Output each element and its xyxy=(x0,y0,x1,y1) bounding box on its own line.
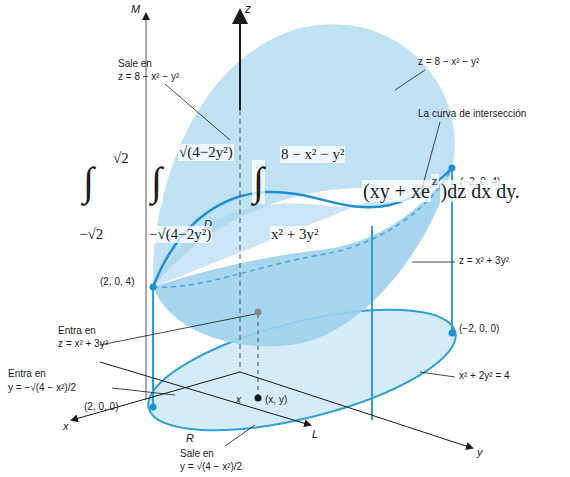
point-label: (x, y) xyxy=(265,394,287,405)
region-label: R xyxy=(186,432,194,444)
callout-label: y = −√(4 − x²)/2 xyxy=(8,382,76,393)
integral-limit: √(4−2y²) xyxy=(178,144,234,161)
integral-limit: √2 xyxy=(112,150,130,167)
axis-label: x xyxy=(63,420,69,432)
integral-limit: −√2 xyxy=(78,226,104,243)
point-label: (−2, 0, 0) xyxy=(459,323,499,334)
integral-limit: x² + 3y² xyxy=(270,226,319,243)
callout-label: y = √(4 − x²)/2 xyxy=(180,461,242,472)
integral-limit: −√(4−2y²) xyxy=(148,226,212,243)
callout-label: Sale en xyxy=(180,448,214,459)
callout-label: La curva de intersección xyxy=(418,108,526,119)
curve-label: x² + 2y² = 4 xyxy=(459,370,510,381)
callout-label: z = 8 − x² − y² xyxy=(118,71,179,82)
integrand: (xy + xe xyxy=(362,180,431,202)
integral-sign: ∫ xyxy=(252,160,265,204)
point-label: (2, 0, 4) xyxy=(100,276,134,287)
callout-label: z = x² + 3y² xyxy=(58,338,108,349)
point-label: (2, 0, 0) xyxy=(84,401,118,412)
integrand: )dz dx dy. xyxy=(440,180,521,202)
callout-label: Sale en xyxy=(118,58,152,69)
integrand-exponent: z xyxy=(431,174,439,188)
axis-label: z xyxy=(245,3,251,16)
surface-label: z = x² + 3y² xyxy=(459,255,509,266)
integral-sign: ∫ xyxy=(150,160,163,204)
axis-mark: x xyxy=(236,394,241,405)
axis-label: y xyxy=(477,446,483,458)
surface-label: z = 8 − x² − y² xyxy=(418,56,479,67)
callout-label: Entra en xyxy=(8,368,46,379)
integral-limit: 8 − x² − y² xyxy=(280,146,345,163)
integral-sign: ∫ xyxy=(82,160,95,204)
callout-label: Entra en xyxy=(58,325,96,336)
line-label: L xyxy=(312,428,318,440)
axis-label: M xyxy=(131,3,140,15)
